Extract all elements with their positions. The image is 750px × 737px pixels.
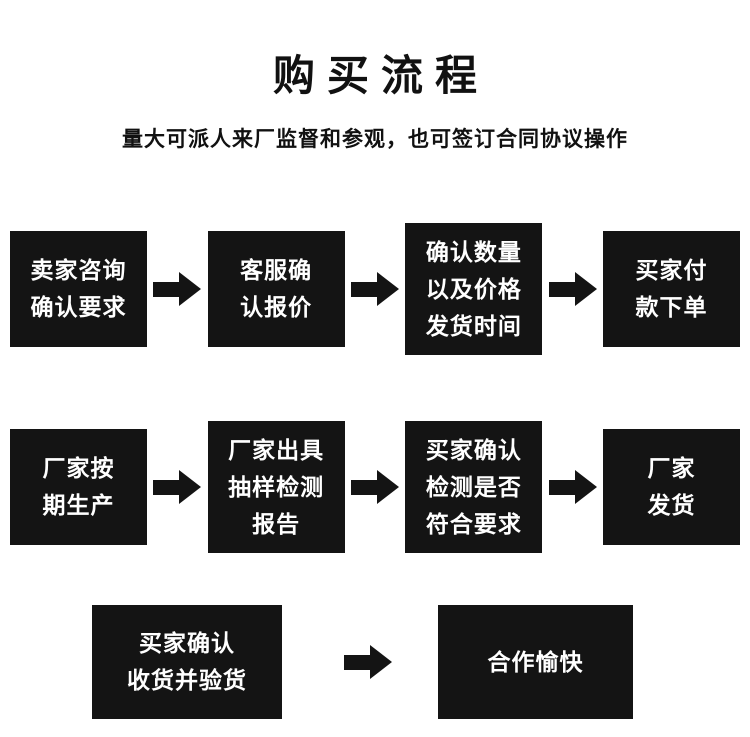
box-text-line: 认报价 (240, 294, 313, 320)
box-text-line: 买家确认 (425, 436, 522, 463)
flow-box-factory-production: 厂家按 期生产 (10, 429, 147, 545)
flow-box-buyer-payment: 买家付 款下单 (602, 231, 740, 347)
box-text-line: 报告 (252, 510, 301, 537)
arrow-head (574, 272, 597, 306)
arrow-shaft (350, 281, 377, 297)
flow-box-happy-cooperation: 合作愉快 (438, 605, 633, 719)
box-text-line: 确认数量 (425, 238, 522, 265)
flow-box-factory-ship: 厂家 发货 (602, 429, 740, 545)
flow-row-1: 卖家咨询 确认要求 客服确 认报价 确认数量 以及价格 发货时间 买家付 款下单 (0, 223, 750, 355)
arrow-shaft (344, 654, 370, 670)
arrow-right-icon (153, 272, 202, 306)
box-text-line: 买家付 (635, 257, 708, 283)
box-text-line: 抽样检测 (228, 473, 325, 500)
arrow-head (376, 470, 399, 504)
box-text-line: 厂家按 (42, 455, 115, 481)
box-text-line: 款下单 (635, 294, 708, 320)
flow-box-seller-inquiry: 卖家咨询 确认要求 (10, 231, 147, 347)
flow-box-service-quote: 客服确 认报价 (207, 231, 345, 347)
arrow-head (370, 645, 392, 679)
box-text-line: 厂家出具 (228, 436, 325, 463)
box-text-line: 发货时间 (425, 312, 522, 339)
arrow-right-icon (153, 470, 202, 504)
arrow-head (179, 470, 202, 504)
box-text-line: 期生产 (42, 492, 115, 518)
arrow-head (574, 470, 597, 504)
arrow-right-icon (344, 645, 392, 679)
box-text-line: 收货并验货 (127, 667, 247, 693)
flow-box-buyer-check: 买家确认 检测是否 符合要求 (405, 421, 543, 553)
flow-box-receive-inspect: 买家确认 收货并验货 (92, 605, 282, 719)
arrow-right-icon (350, 470, 399, 504)
flow-box-confirm-quantity: 确认数量 以及价格 发货时间 (405, 223, 543, 355)
arrow-shaft (548, 281, 575, 297)
flow-row-2: 厂家按 期生产 厂家出具 抽样检测 报告 买家确认 检测是否 符合要求 厂家 发… (0, 421, 750, 553)
box-text-line: 合作愉快 (487, 648, 584, 675)
page-title: 购买流程 (272, 52, 489, 99)
box-text-line: 卖家咨询 (30, 257, 127, 283)
arrow-shaft (153, 281, 180, 297)
box-text-line: 买家确认 (139, 630, 235, 656)
arrow-head (376, 272, 399, 306)
box-text-line: 符合要求 (425, 510, 522, 537)
arrow-right-icon (548, 470, 597, 504)
arrow-shaft (153, 479, 180, 495)
arrow-head (179, 272, 202, 306)
arrow-right-icon (350, 272, 399, 306)
box-text-line: 客服确 (240, 257, 313, 283)
box-text-line: 以及价格 (425, 275, 522, 302)
arrow-shaft (350, 479, 377, 495)
box-text-line: 确认要求 (30, 294, 127, 320)
flow-box-sampling-report: 厂家出具 抽样检测 报告 (207, 421, 345, 553)
box-text-line: 检测是否 (425, 473, 522, 500)
box-text-line: 发货 (647, 492, 696, 518)
page-subtitle: 量大可派人来厂监督和参观，也可签订合同协议操作 (122, 128, 628, 151)
arrow-shaft (548, 479, 575, 495)
box-text-line: 厂家 (647, 455, 696, 481)
flow-row-3: 买家确认 收货并验货 合作愉快 (0, 605, 750, 719)
arrow-right-icon (548, 272, 597, 306)
